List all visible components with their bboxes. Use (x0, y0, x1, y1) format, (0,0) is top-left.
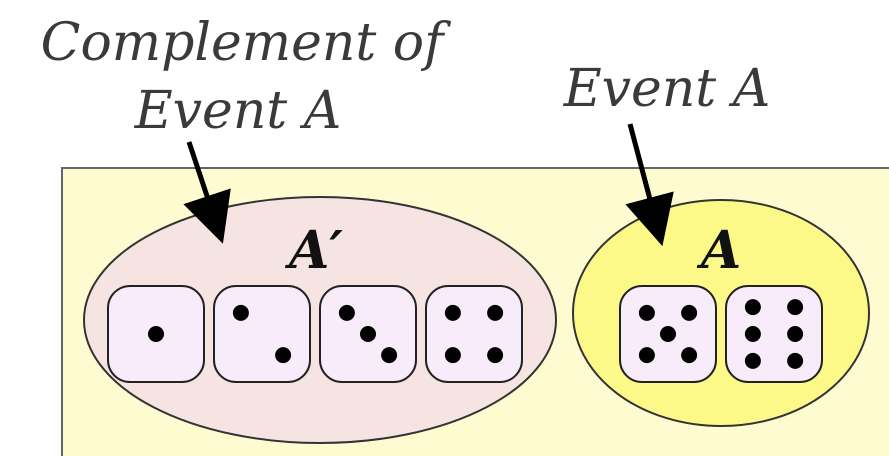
event-die-5-pip-4 (638, 347, 655, 364)
event-die-6-pip-1 (744, 299, 761, 316)
complement-die-4 (425, 285, 523, 383)
complement-arrow (183, 141, 231, 244)
complement-title-line1: Complement of (41, 13, 451, 73)
complement-die-1-pip-1 (148, 326, 164, 342)
event-arrow (625, 123, 674, 247)
complement-set-label: A′ (284, 220, 343, 281)
complement-die-4-pip-3 (444, 347, 461, 364)
complement-title-line2: Event A (134, 81, 342, 141)
event-die-5 (619, 285, 717, 383)
complement-die-3-pip-1 (338, 304, 355, 321)
event-die-6 (725, 285, 823, 383)
dice-layer (107, 285, 823, 383)
complement-die-3-pip-3 (381, 347, 398, 364)
event-set-label: A (696, 220, 741, 281)
event-die-6-pip-5 (744, 352, 761, 369)
event-die-5-pip-2 (681, 304, 698, 321)
event-die-6-pip-3 (744, 326, 761, 342)
event-title: Event A (563, 59, 771, 119)
complement-die-4-pip-1 (444, 304, 461, 321)
event-die-6-pip-2 (787, 299, 804, 316)
event-die-6-pip-6 (787, 352, 804, 369)
complement-die-3-pip-2 (360, 326, 376, 342)
complement-die-2 (213, 285, 311, 383)
complement-die-2-face (213, 285, 311, 383)
complement-die-4-pip-4 (487, 347, 504, 364)
event-die-5-pip-1 (638, 304, 655, 321)
event-die-5-pip-3 (660, 326, 676, 342)
complement-die-2-pip-1 (232, 304, 249, 321)
event-die-6-pip-4 (787, 326, 804, 342)
event-die-6-face (725, 285, 823, 383)
event-die-5-pip-5 (681, 347, 698, 364)
complement-die-4-face (425, 285, 523, 383)
complement-die-1 (107, 285, 205, 383)
complement-die-4-pip-2 (487, 304, 504, 321)
complement-die-2-pip-2 (275, 347, 292, 364)
complement-die-3 (319, 285, 417, 383)
